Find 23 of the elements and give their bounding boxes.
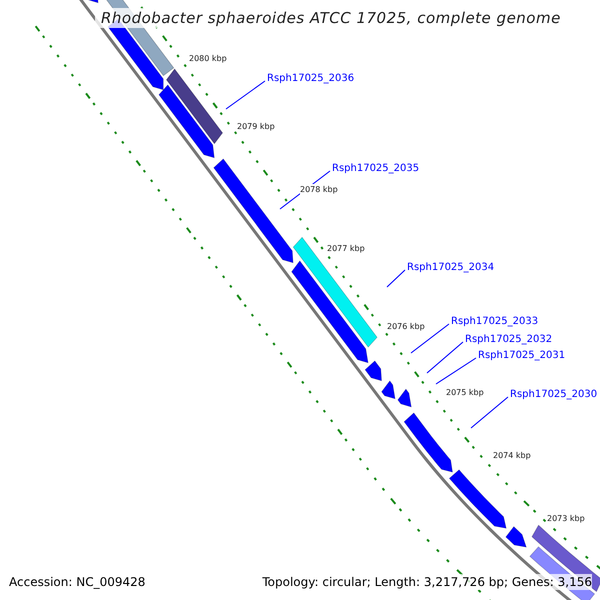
scale-label: 2076 kbp (387, 321, 425, 332)
scale-label: 2080 kbp (189, 53, 227, 64)
scale-label: 2074 kbp (493, 450, 531, 461)
leader-line (226, 80, 266, 110)
scale-label: 2079 kbp (237, 121, 275, 132)
leader-line (410, 324, 450, 354)
gene-label: Rsph17025_2031 (478, 349, 566, 362)
scale-label: 2075 kbp (446, 387, 484, 398)
gene-label: Rsph17025_2033 (451, 315, 538, 328)
gene-label: Rsph17025_2035 (332, 162, 420, 175)
genome-summary-text: Topology: circular; Length: 3,217,726 bp; Genes: 3,156 (262, 574, 592, 590)
scale-label: 2073 kbp (547, 513, 585, 524)
scale-label: 2077 kbp (327, 243, 365, 254)
gene-label: Rsph17025_2030 (510, 388, 598, 401)
gene-label: Rsph17025_2032 (465, 333, 552, 346)
leader-line (470, 396, 508, 428)
leader-line (426, 342, 464, 374)
leader-line (386, 270, 406, 288)
leader-line (436, 358, 476, 384)
gene-label: Rsph17025_2034 (407, 261, 494, 274)
gene-label: Rsph17025_2036 (267, 72, 354, 85)
accession-text: Accession: NC_009428 (9, 574, 146, 590)
scale-label: 2078 kbp (300, 184, 338, 195)
